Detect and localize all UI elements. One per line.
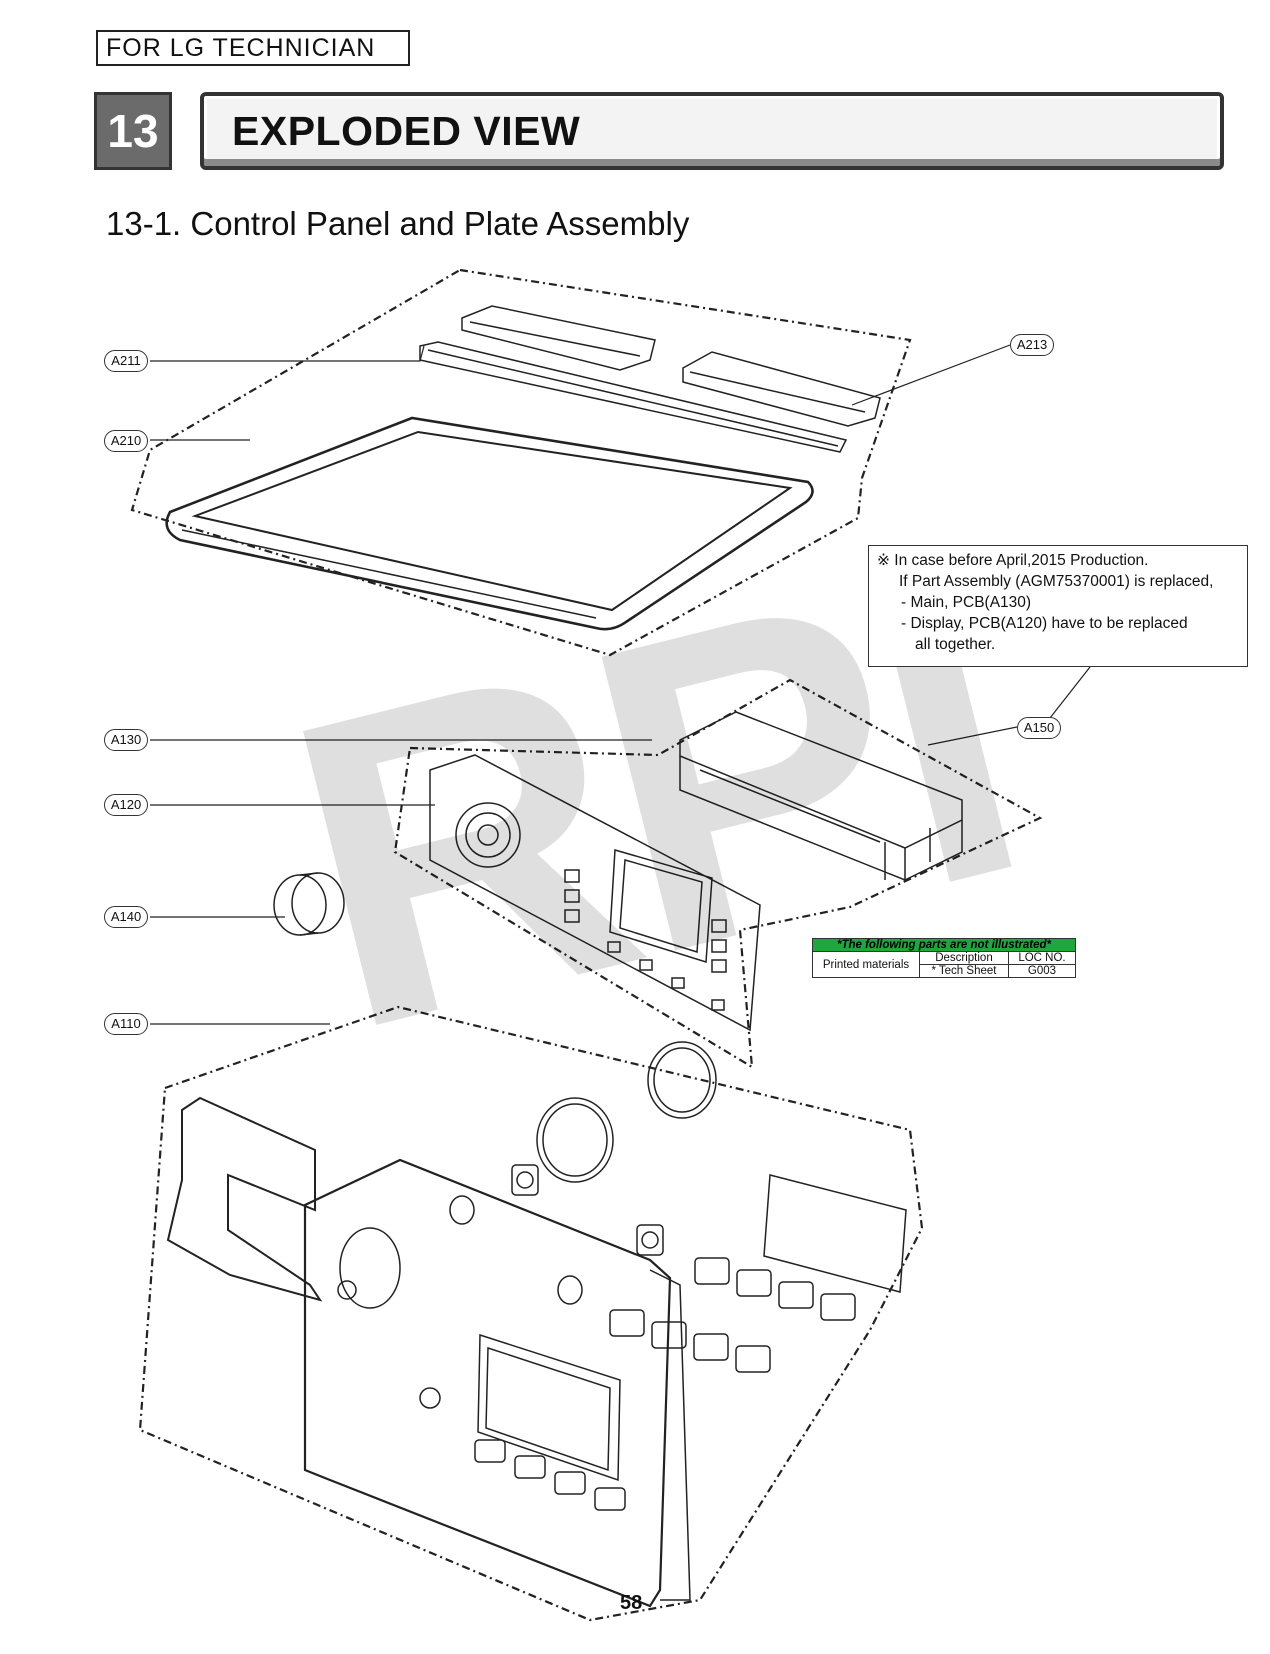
tech-sheet-description: * Tech Sheet [919,964,1009,978]
replacement-note: ※ In case before April,2015 Production. … [868,545,1248,667]
chapter-title: EXPLODED VIEW [232,108,581,154]
description-header: Description [919,951,1009,965]
rear-bracket [419,341,848,453]
control-pcb-group-outline [393,678,1043,1070]
note-line-3: - Main, PCB(A130) [901,594,1032,611]
top-plate [165,416,814,631]
callout-a213: A213 [1010,334,1054,356]
leader-lines [150,344,1091,1025]
technician-badge: FOR LG TECHNICIAN [96,30,410,66]
chapter-number: 13 [94,92,172,170]
tech-sheet-loc: G003 [1007,964,1077,978]
chapter-title-box: EXPLODED VIEW [200,92,1224,170]
group-outlines [130,268,1043,1622]
loc-no-header: LOC NO. [1007,951,1077,965]
section-title: 13-1. Control Panel and Plate Assembly [106,205,690,242]
control-panel-group-outline [138,1005,924,1622]
top-rails [461,305,881,427]
note-line-4: - Display, PCB(A120) have to be replaced [901,615,1188,632]
callout-a211: A211 [104,350,148,372]
printed-materials-label: Printed materials [812,951,920,978]
control-panel [166,1041,907,1608]
callout-a130: A130 [104,729,148,751]
callout-a120: A120 [104,794,148,816]
knob [273,872,345,936]
main-pcb-box [679,711,963,882]
note-line-5: all together. [915,636,996,653]
not-illustrated-header: *The following parts are not illustrated… [812,938,1076,952]
page-number: 58 [620,1592,643,1614]
callout-a110: A110 [104,1013,148,1035]
top-plate-group-outline [130,268,912,657]
callout-a140: A140 [104,906,148,928]
note-line-1: ※ In case before April,2015 Production. [877,552,1149,569]
note-line-2: If Part Assembly (AGM75370001) is replac… [899,573,1214,590]
callout-a150: A150 [1017,717,1061,739]
not-illustrated-table: *The following parts are not illustrated… [812,938,1077,978]
display-pcb [429,754,761,1032]
callout-a210: A210 [104,430,148,452]
